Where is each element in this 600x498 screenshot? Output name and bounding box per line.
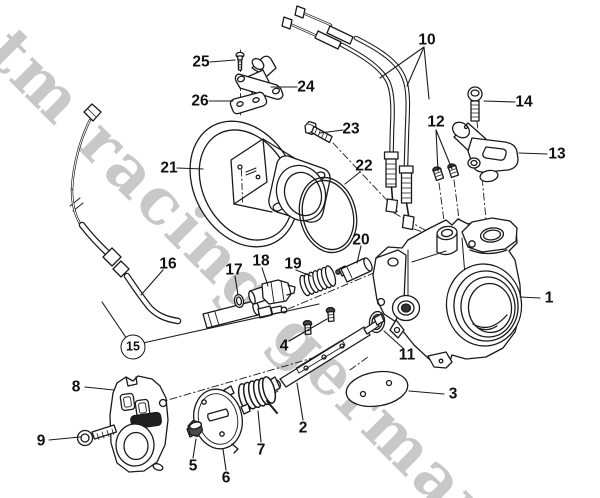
callout-7: 7 [256, 441, 266, 459]
part-10-throttle-cables [281, 5, 415, 231]
callout-23: 23 [342, 120, 360, 138]
part-18-adjuster [248, 279, 296, 305]
callout-3: 3 [448, 385, 458, 403]
callout-17: 17 [225, 261, 243, 279]
leader-lines [48, 46, 548, 471]
part-13-bracket [451, 121, 519, 183]
callout-14: 14 [515, 93, 533, 111]
part-9-bolt [76, 424, 118, 447]
callout-6: 6 [221, 469, 231, 487]
part-17-washer [233, 293, 245, 309]
callout-24: 24 [297, 78, 315, 96]
callout-2: 2 [298, 419, 308, 437]
part-3-throttle-plate [345, 370, 409, 408]
callout-12: 12 [427, 113, 445, 131]
callout-15: 15 [120, 334, 146, 360]
callout-5: 5 [188, 457, 198, 475]
part-19-spring [299, 265, 337, 297]
callout-8: 8 [71, 378, 81, 396]
part-6-cover-plate [186, 385, 251, 454]
part-1-throttle-body [372, 217, 523, 369]
callout-20: 20 [352, 231, 370, 249]
callout-16: 16 [159, 255, 177, 273]
callout-1: 1 [544, 289, 554, 307]
callout-21: 21 [160, 159, 178, 177]
part-21-air-funnel [189, 120, 331, 248]
part-5-nut [187, 419, 204, 438]
callout-10: 10 [418, 31, 436, 49]
part-14-bolt [467, 86, 483, 122]
callout-9: 9 [36, 432, 46, 450]
callout-25: 25 [192, 53, 210, 71]
callout-13: 13 [548, 145, 566, 163]
callout-4: 4 [279, 337, 289, 355]
callout-26: 26 [191, 92, 209, 110]
part-20-plug [335, 257, 373, 283]
callout-11: 11 [398, 346, 416, 364]
part-7-spring [237, 376, 278, 414]
part-25-screw [235, 51, 245, 71]
part-26-gasket [229, 91, 268, 115]
part-12-screws [432, 163, 460, 182]
part-23-bolt [304, 120, 333, 144]
part-22-o-ring [298, 176, 358, 254]
callout-18: 18 [252, 252, 270, 270]
part-8-side-cover [109, 375, 169, 473]
callout-19: 19 [284, 255, 302, 273]
callout-22: 22 [355, 157, 373, 175]
